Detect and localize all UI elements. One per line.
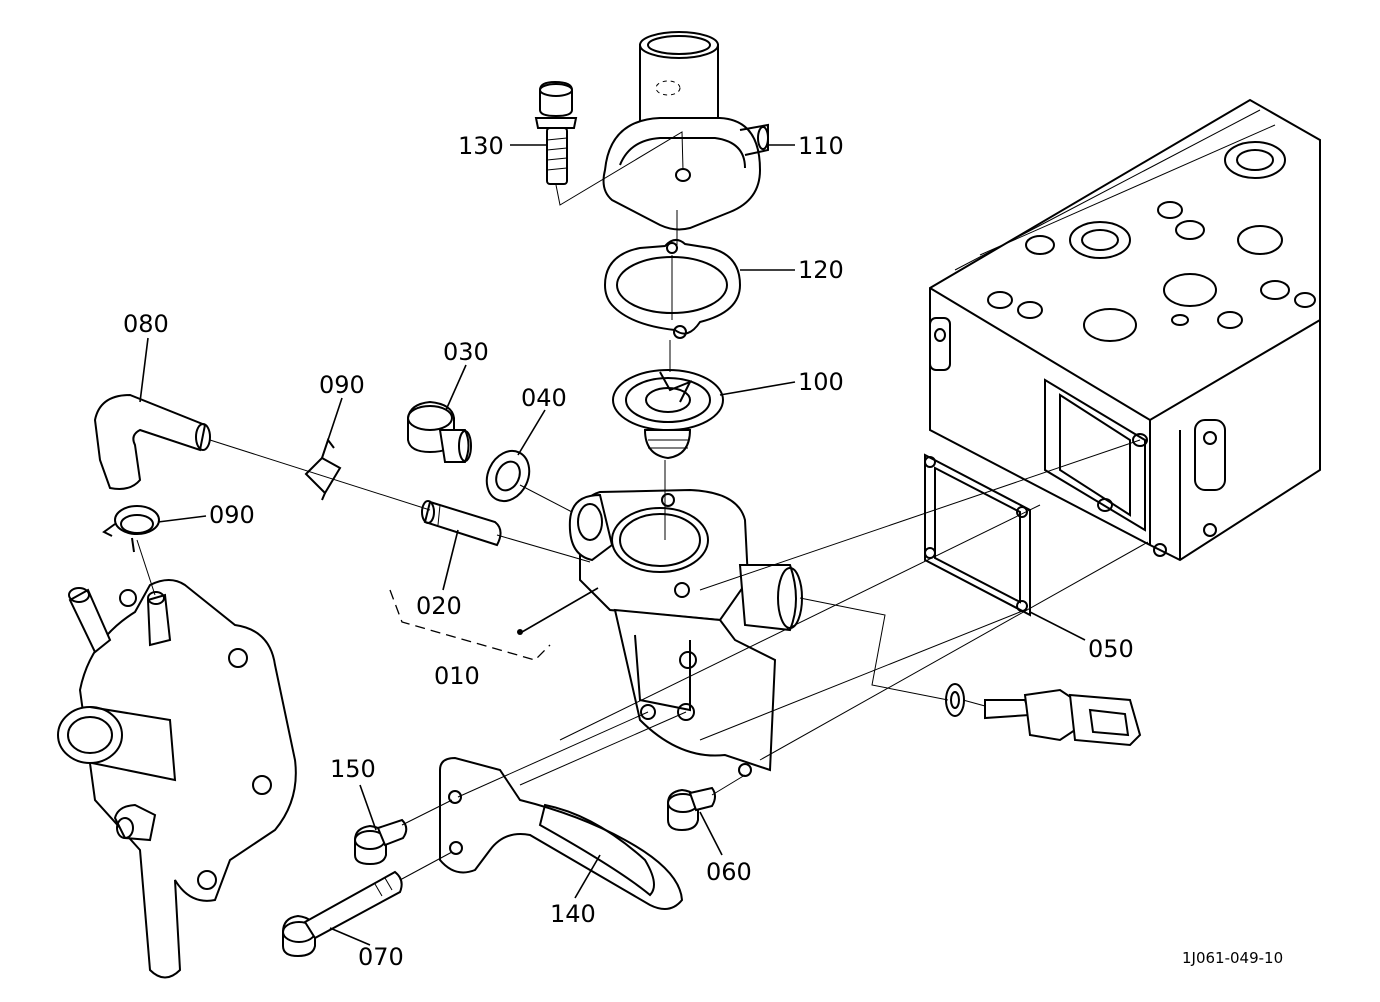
clamp-090-top [304, 437, 342, 501]
pipe-020 [421, 500, 502, 547]
callout-040: 040 [521, 384, 567, 412]
gasket-050 [924, 453, 1031, 617]
callout-050: 050 [1088, 635, 1134, 663]
callout-130: 130 [458, 132, 504, 160]
thermostat-100 [612, 369, 724, 460]
callout-110: 110 [798, 132, 844, 160]
washer-040 [485, 449, 531, 503]
callout-070: 070 [358, 943, 404, 971]
figure-reference: 1J061-049-10 [1182, 949, 1283, 967]
callout-090-left: 090 [209, 501, 255, 529]
callout-090-top: 090 [319, 371, 365, 399]
callout-140: 140 [550, 900, 596, 928]
clamp-090-left [102, 505, 160, 553]
water-pump [57, 579, 297, 979]
thermostat-housing-010 [568, 488, 803, 777]
plug-030 [407, 400, 472, 463]
thermostat-cover-110 [602, 31, 769, 231]
bolt-070 [282, 870, 403, 958]
callout-030: 030 [443, 338, 489, 366]
bolt-060 [667, 786, 716, 832]
callout-labels: 130 110 120 100 080 030 090 040 090 020 … [123, 132, 1283, 971]
callout-060: 060 [706, 858, 752, 886]
bracket-140 [439, 756, 684, 910]
bolt-150 [354, 818, 408, 866]
bolt-130 [534, 80, 578, 185]
callout-120: 120 [798, 256, 844, 284]
callout-150: 150 [330, 755, 376, 783]
callout-010: 010 [434, 662, 480, 690]
callout-100: 100 [798, 368, 844, 396]
hose-080 [93, 393, 211, 490]
leader-lines [136, 131, 1149, 946]
callout-020: 020 [416, 592, 462, 620]
callout-080: 080 [123, 310, 169, 338]
cylinder-head [929, 98, 1321, 562]
temperature-sensor [945, 683, 1142, 747]
